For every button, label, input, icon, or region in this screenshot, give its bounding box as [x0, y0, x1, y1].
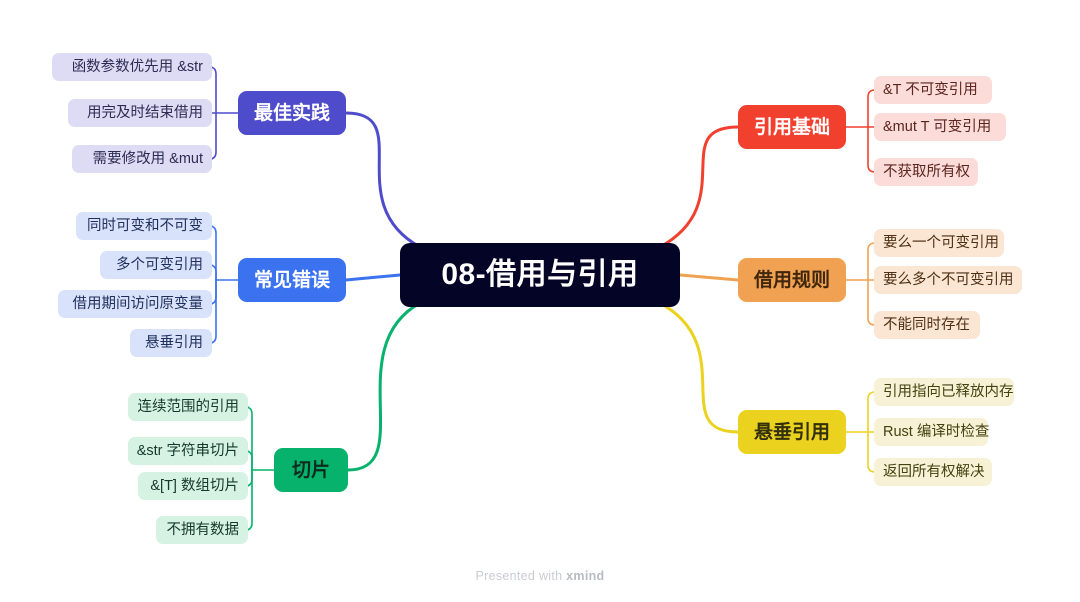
- leaf-node-label: &T 不可变引用: [883, 81, 978, 98]
- leaf-node[interactable]: 借用期间访问原变量: [58, 290, 212, 318]
- leaf-node[interactable]: 需要修改用 &mut: [72, 145, 212, 173]
- footer-brand: xmind: [566, 569, 605, 583]
- leaf-node[interactable]: 用完及时结束借用: [68, 99, 212, 127]
- leaf-node-label: 要么多个不可变引用: [883, 271, 1014, 288]
- leaf-node[interactable]: 连续范围的引用: [128, 393, 248, 421]
- leaf-node-label: 悬垂引用: [145, 334, 203, 351]
- leaf-node[interactable]: &[T] 数组切片: [138, 472, 248, 500]
- connector: [344, 273, 402, 282]
- leaf-node-label: 连续范围的引用: [137, 398, 240, 415]
- branch-node-label: 切片: [291, 459, 330, 481]
- branch-node-common-errors[interactable]: 常见错误: [238, 258, 346, 302]
- leaf-node[interactable]: Rust 编译时检查: [874, 418, 990, 446]
- leaf-node-label: 不能同时存在: [883, 316, 970, 333]
- leaf-node[interactable]: 引用指向已释放内存: [874, 378, 1014, 406]
- leaf-node-label: 借用期间访问原变量: [72, 295, 204, 312]
- branch-node-borrow-rules[interactable]: 借用规则: [738, 258, 846, 302]
- leaf-node[interactable]: 不能同时存在: [874, 311, 980, 339]
- leaf-node-label: 返回所有权解决: [883, 463, 985, 480]
- leaf-node[interactable]: 函数参数优先用 &str: [52, 53, 212, 81]
- leaf-node-label: &[T] 数组切片: [150, 477, 239, 494]
- leaf-node-label: 函数参数优先用 &str: [71, 58, 203, 75]
- leaf-node-label: Rust 编译时检查: [883, 423, 990, 440]
- leaf-node-label: &str 字符串切片: [136, 442, 239, 459]
- leaf-node[interactable]: &T 不可变引用: [874, 76, 992, 104]
- branch-node-label: 常见错误: [253, 269, 330, 291]
- branch-node-best-practice[interactable]: 最佳实践: [238, 91, 346, 135]
- leaf-node[interactable]: 不获取所有权: [874, 158, 978, 186]
- footer-prefix: Presented with: [475, 569, 567, 583]
- central-topic[interactable]: 08-借用与引用: [400, 243, 680, 307]
- leaf-node-label: &mut T 可变引用: [883, 118, 992, 135]
- branch-node-label: 借用规则: [753, 269, 830, 291]
- leaf-node-label: 用完及时结束借用: [87, 104, 203, 121]
- leaf-node[interactable]: 要么一个可变引用: [874, 229, 1004, 257]
- leaf-node-label: 需要修改用 &mut: [92, 150, 203, 167]
- leaf-node-label: 要么一个可变引用: [883, 234, 999, 251]
- branch-node-slice[interactable]: 切片: [274, 448, 348, 492]
- leaf-node[interactable]: &mut T 可变引用: [874, 113, 1006, 141]
- leaf-node-label: 引用指向已释放内存: [883, 383, 1014, 400]
- branch-node-dangling-reference[interactable]: 悬垂引用: [738, 410, 846, 454]
- leaf-node[interactable]: 多个可变引用: [100, 251, 212, 279]
- connector: [658, 125, 740, 249]
- connector: [678, 273, 740, 282]
- leaf-node-label: 不获取所有权: [883, 163, 970, 180]
- leaf-node-label: 不拥有数据: [166, 521, 240, 538]
- leaf-node-label: 多个可变引用: [116, 256, 203, 273]
- central-topic-label: 08-借用与引用: [441, 258, 639, 291]
- branch-node-label: 悬垂引用: [753, 421, 830, 443]
- leaf-node[interactable]: 要么多个不可变引用: [874, 266, 1022, 294]
- footer-watermark: Presented with xmind: [0, 569, 1080, 583]
- connector: [344, 111, 422, 249]
- branch-node-label: 最佳实践: [253, 102, 330, 124]
- connector: [658, 301, 740, 434]
- branch-node-label: 引用基础: [753, 116, 830, 138]
- leaf-node[interactable]: 悬垂引用: [130, 329, 212, 357]
- connector: [346, 301, 422, 472]
- leaf-node[interactable]: 不拥有数据: [156, 516, 248, 544]
- leaf-node[interactable]: &str 字符串切片: [128, 437, 248, 465]
- leaf-node[interactable]: 同时可变和不可变: [76, 212, 212, 240]
- leaf-node[interactable]: 返回所有权解决: [874, 458, 992, 486]
- leaf-node-label: 同时可变和不可变: [87, 217, 203, 234]
- branch-node-reference-basics[interactable]: 引用基础: [738, 105, 846, 149]
